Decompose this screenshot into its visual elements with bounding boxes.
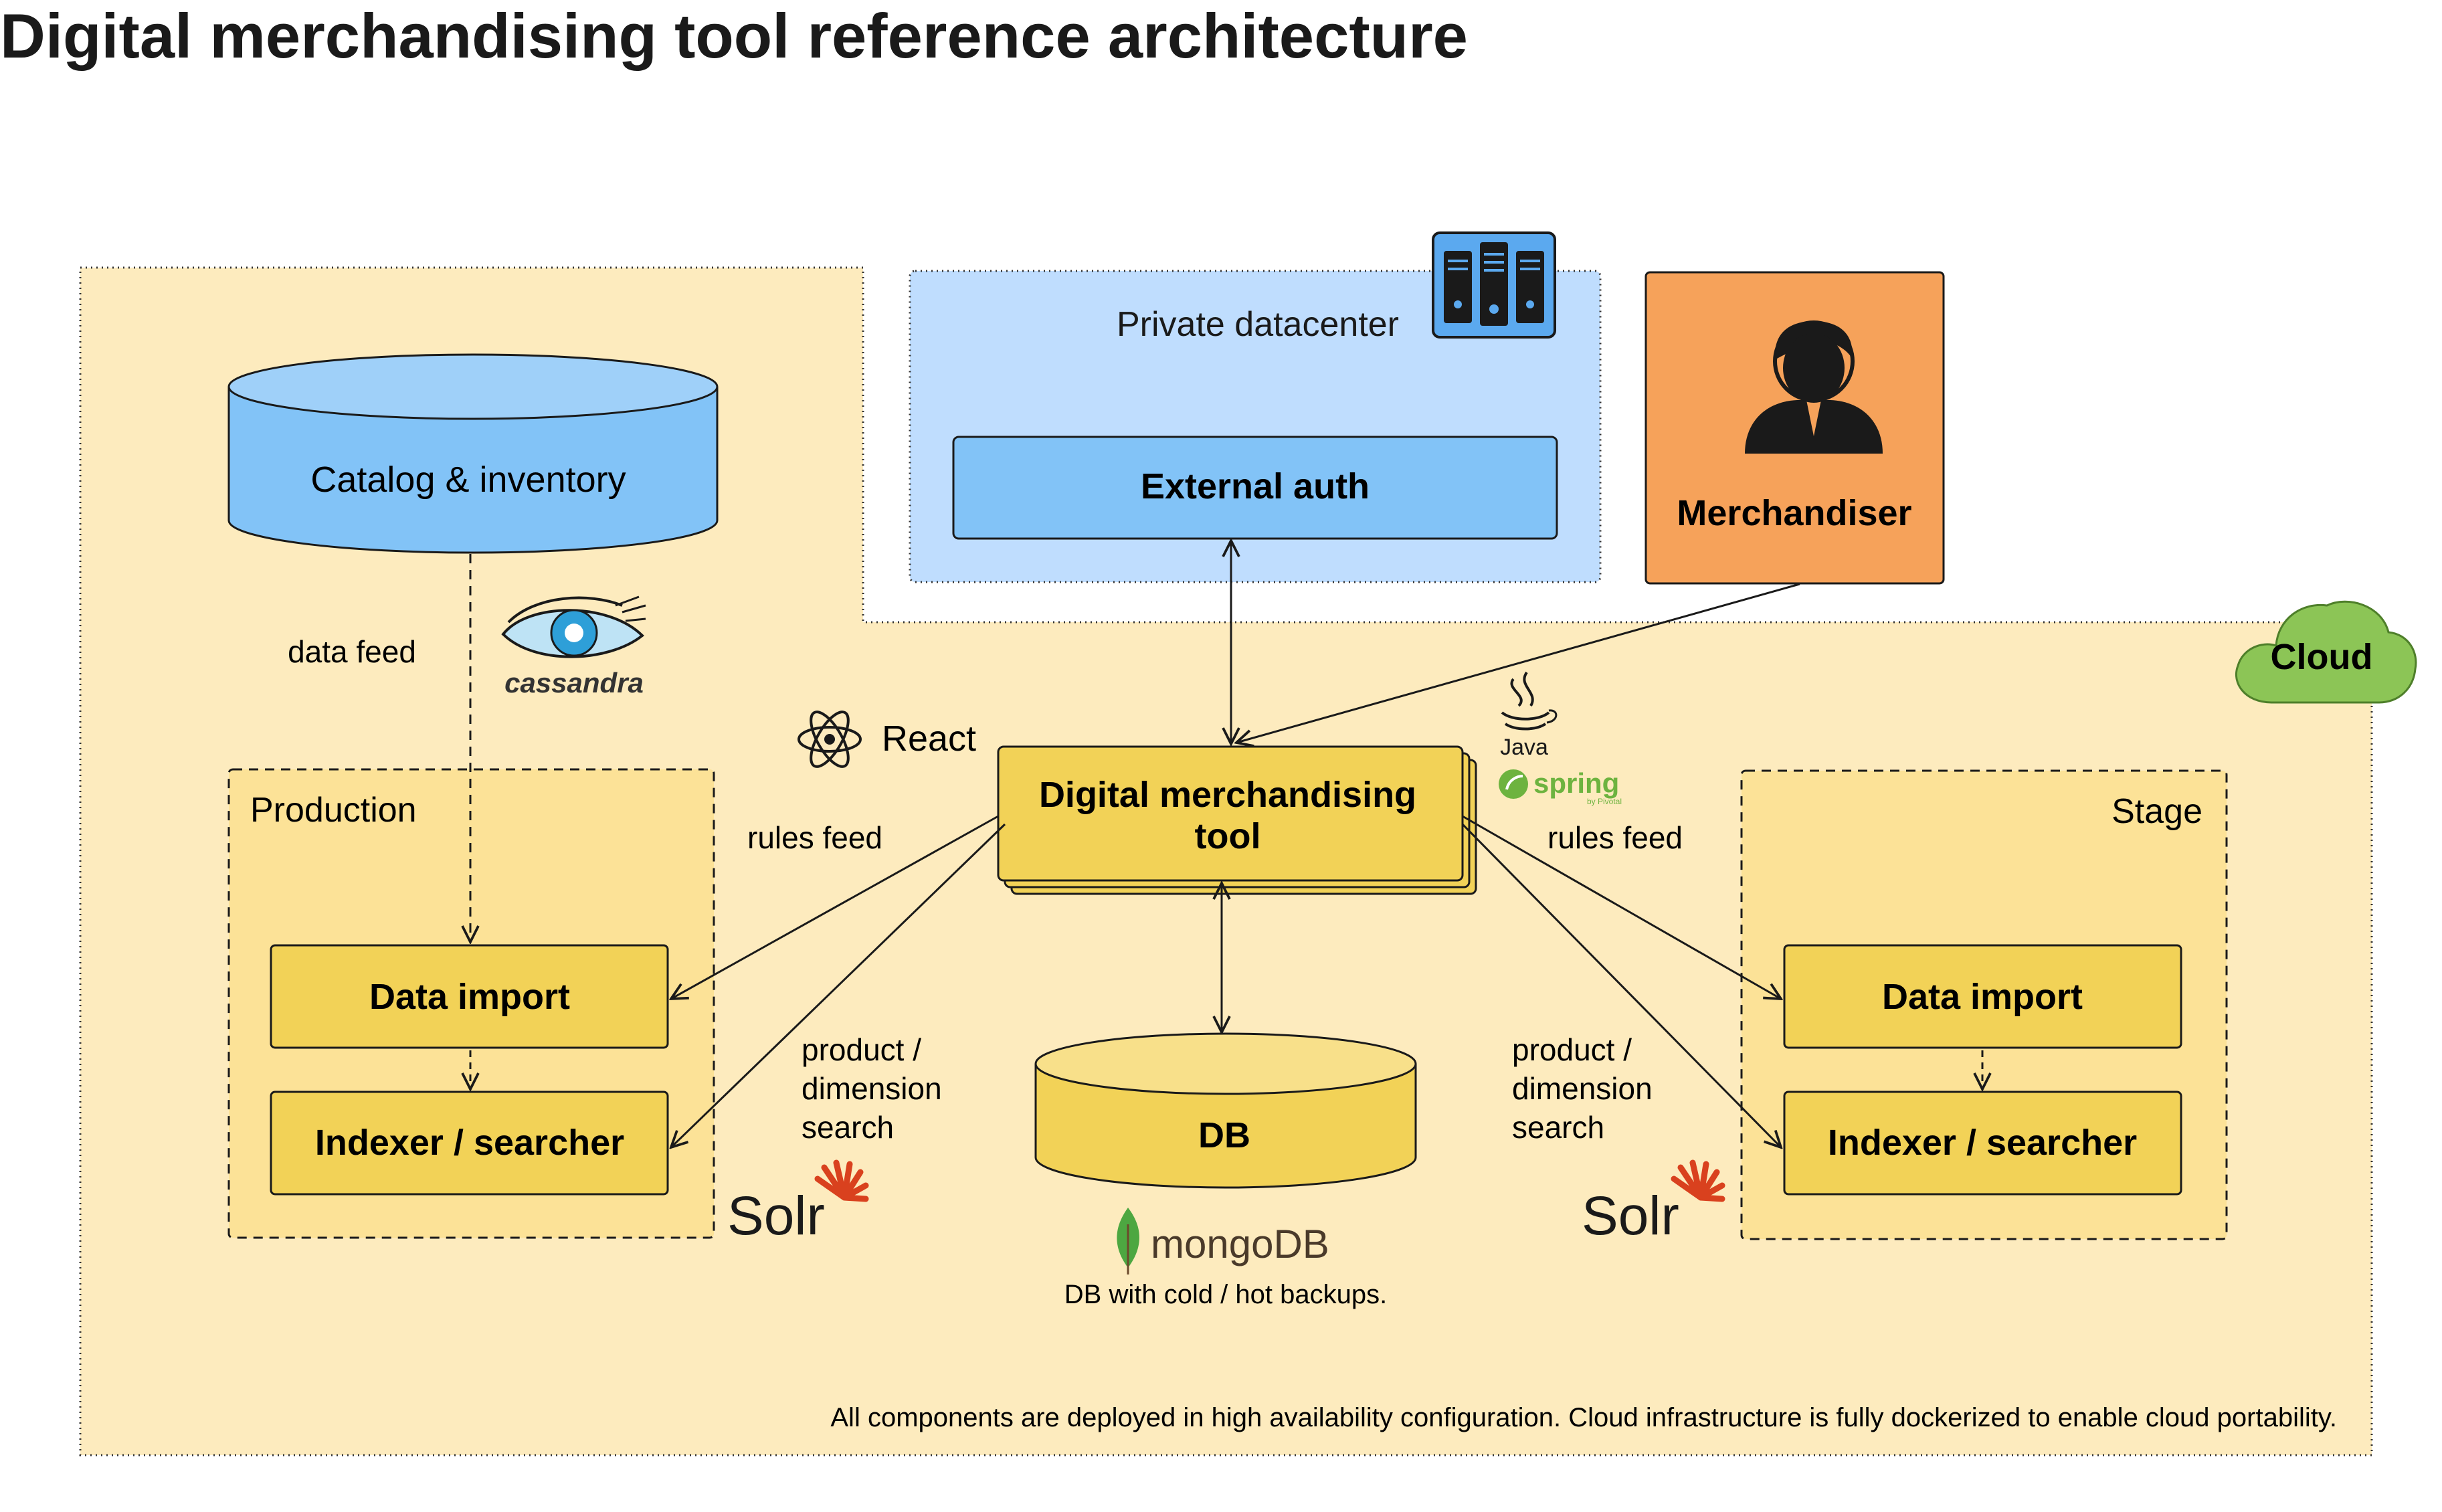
solr-left-logo-icon bbox=[814, 1159, 869, 1202]
java-logo-icon bbox=[1501, 671, 1558, 731]
data-feed-label: data feed bbox=[288, 634, 416, 669]
spring-wordmark: spring bbox=[1533, 767, 1619, 799]
rules-feed-left-label: rules feed bbox=[747, 820, 882, 855]
tool-label-line1: Digital merchandising bbox=[1039, 775, 1416, 815]
person-icon bbox=[1745, 320, 1883, 454]
rules-feed-right-label: rules feed bbox=[1547, 820, 1683, 855]
stage-label: Stage bbox=[2111, 792, 2202, 831]
prod-data-import-box bbox=[270, 944, 669, 1049]
search-right-label-3: search bbox=[1512, 1110, 1604, 1145]
merchandiser-label: Merchandiser bbox=[1677, 493, 1911, 533]
prod-indexer-label: Indexer / searcher bbox=[315, 1123, 624, 1163]
edges bbox=[470, 541, 1982, 1147]
prod-data-import-label: Data import bbox=[369, 977, 570, 1017]
spring-subtext: by Pivotal bbox=[1587, 797, 1622, 806]
production-label: Production bbox=[250, 791, 417, 830]
footer-note: All components are deployed in high avai… bbox=[830, 1403, 2337, 1432]
solr-right-wordmark: Solr bbox=[1582, 1186, 1679, 1246]
cassandra-logo-icon: cassandra bbox=[501, 595, 646, 698]
stage-data-import-label: Data import bbox=[1882, 977, 2083, 1017]
tool-box bbox=[997, 745, 1464, 882]
external-auth-label: External auth bbox=[1141, 466, 1370, 506]
search-left-label-1: product / bbox=[802, 1032, 921, 1067]
stage-data-import-box bbox=[1783, 944, 2182, 1049]
db-label: DB bbox=[1198, 1115, 1250, 1155]
search-left-label-3: search bbox=[802, 1110, 894, 1145]
solr-left-wordmark: Solr bbox=[727, 1186, 825, 1246]
mongodb-leaf-icon bbox=[1117, 1208, 1139, 1274]
edge-tool-to-prod-indexer bbox=[671, 823, 1006, 1147]
java-wordmark: Java bbox=[1500, 735, 1548, 760]
private-datacenter-label: Private datacenter bbox=[1117, 305, 1399, 344]
edge-tool-to-prod-import bbox=[671, 815, 999, 999]
cloud-badge-icon bbox=[2235, 600, 2417, 704]
edge-merchandiser-to-tool bbox=[1236, 583, 1800, 743]
search-left-label-2: dimension bbox=[802, 1071, 942, 1106]
cassandra-wordmark: cassandra bbox=[504, 667, 644, 698]
stage-indexer-box bbox=[1783, 1091, 2182, 1196]
edge-tool-to-stage-import bbox=[1462, 815, 1781, 999]
external-auth-box bbox=[952, 436, 1558, 540]
db-database bbox=[1034, 1032, 1417, 1189]
db-caption: DB with cold / hot backups. bbox=[1064, 1280, 1387, 1309]
react-logo-icon bbox=[797, 711, 862, 768]
prod-indexer-box bbox=[270, 1091, 669, 1196]
solr-right-logo-icon bbox=[1671, 1159, 1725, 1202]
server-icon bbox=[1432, 231, 1556, 339]
search-right-label-1: product / bbox=[1512, 1032, 1632, 1067]
page-title: Digital merchandising tool reference arc… bbox=[0, 1, 1468, 71]
edge-tool-to-stage-indexer bbox=[1461, 823, 1781, 1147]
catalog-database bbox=[227, 353, 719, 554]
react-label: React bbox=[882, 719, 976, 759]
catalog-label: Catalog & inventory bbox=[310, 460, 626, 500]
cloud-label: Cloud bbox=[2271, 637, 2373, 677]
spring-logo-icon bbox=[1499, 769, 1528, 799]
stage-indexer-label: Indexer / searcher bbox=[1828, 1123, 2137, 1163]
search-right-label-2: dimension bbox=[1512, 1071, 1653, 1106]
tool-label-line2: tool bbox=[1195, 816, 1261, 856]
mongodb-wordmark: mongoDB bbox=[1151, 1222, 1329, 1266]
